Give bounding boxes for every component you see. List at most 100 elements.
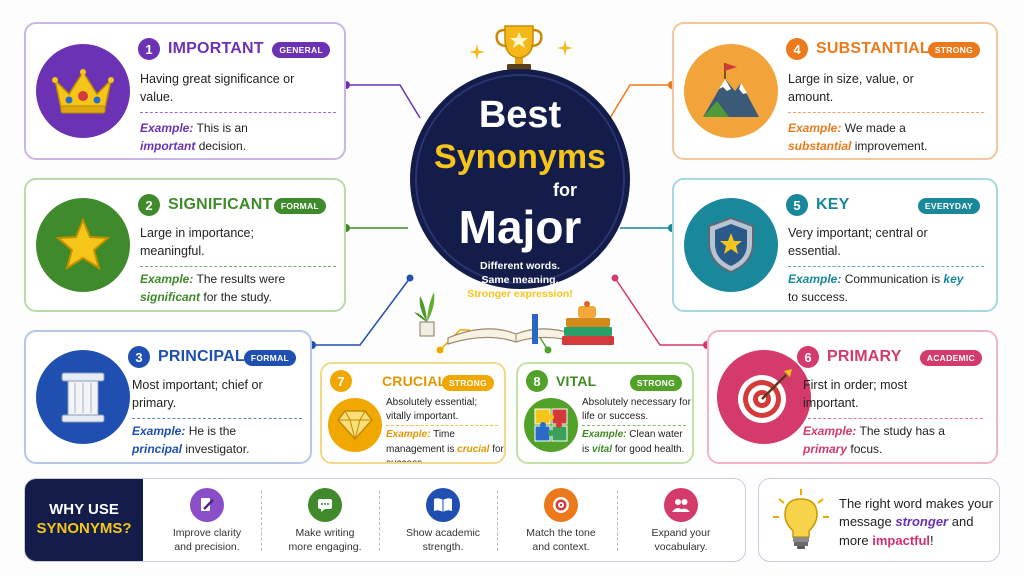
why-use-synonyms-bar: WHY USE SYNONYMS? Improve clarity and pr…	[24, 478, 746, 562]
card-number: 1	[138, 38, 160, 60]
card-divider	[140, 112, 336, 113]
example-label: Example:	[788, 121, 842, 135]
star-icon	[36, 198, 130, 292]
card-important-header: 1 IMPORTANT	[138, 38, 264, 60]
tip-impact: impactful	[872, 532, 931, 548]
card-substantial: 4 SUBSTANTIAL STRONG Large in size, valu…	[672, 22, 998, 160]
card-vital-header: 8 VITAL	[526, 370, 596, 392]
card-word: PRINCIPAL	[158, 348, 245, 365]
card-number: 3	[128, 346, 150, 368]
benefit-text-1: Expand your	[651, 527, 711, 539]
benefit-divider	[261, 491, 262, 551]
card-example: Example: Time management is crucial for …	[386, 428, 504, 462]
chat-icon	[308, 488, 342, 522]
center-circle-bg	[410, 69, 630, 289]
card-number: 6	[797, 346, 819, 368]
card-word: CRUCIAL	[382, 373, 447, 389]
card-divider	[803, 418, 983, 419]
example-pre: Time management is	[386, 429, 455, 455]
card-definition: Very important; central or essential.	[788, 226, 928, 259]
benefit-text-1: Make writing	[295, 527, 355, 539]
why-line-1: WHY USE	[49, 501, 119, 519]
card-badge: STRONG	[927, 42, 980, 58]
card-word: VITAL	[556, 373, 597, 389]
example-label: Example:	[140, 121, 194, 135]
center-line-best: Best	[478, 94, 562, 136]
why-line-2: SYNONYMS?	[36, 520, 132, 537]
card-word: KEY	[816, 196, 850, 213]
card-example: Example: Clean water is vital for good h…	[582, 428, 692, 457]
example-post: for the study.	[203, 290, 272, 304]
benefit-item: Show academic strength.	[383, 479, 503, 561]
card-key-header: 5 KEY	[786, 194, 850, 216]
card-divider	[132, 418, 302, 419]
why-label: WHY USE SYNONYMS?	[25, 479, 143, 561]
card-number: 4	[786, 38, 808, 60]
card-badge: STRONG	[441, 375, 494, 391]
benefit-item: Expand your vocabulary.	[621, 479, 741, 561]
example-label: Example:	[582, 429, 627, 440]
card-primary-header: 6 PRIMARY	[797, 346, 902, 368]
benefit-text-1: Match the tone	[526, 527, 596, 539]
card-definition: Absolutely essential; vitally important.	[386, 397, 478, 422]
card-significant-header: 2 SIGNIFICANT	[138, 194, 272, 216]
benefit-text-2: and context.	[532, 540, 590, 553]
card-crucial-header: 7 CRUCIAL	[330, 370, 446, 392]
book-icon	[426, 488, 460, 522]
benefit-text-1: Show academic	[405, 527, 481, 539]
card-example: Example: This is an important decision.	[140, 119, 290, 155]
example-pre: He is the	[188, 424, 237, 438]
center-title-group: Best Synonyms for Major Different words.…	[407, 25, 633, 315]
benefit-divider	[379, 491, 380, 551]
example-word: substantial	[788, 139, 852, 153]
example-word: primary	[803, 442, 848, 456]
card-key: 5 KEY EVERYDAY Very important; central o…	[672, 178, 998, 312]
card-word: PRIMARY	[827, 348, 902, 365]
card-definition: Most important; chief or primary.	[132, 378, 263, 411]
card-primary: 6 PRIMARY ACADEMIC First in order; most …	[707, 330, 998, 464]
example-pre: Clean water is	[582, 429, 683, 455]
example-post: improvement.	[854, 139, 928, 153]
sparkle-icon	[557, 40, 573, 56]
example-label: Example:	[788, 272, 842, 286]
card-substantial-header: 4 SUBSTANTIAL	[786, 38, 930, 60]
benefit-item: Match the tone and context.	[501, 479, 621, 561]
card-number: 7	[330, 370, 352, 392]
center-line-major: Major	[458, 201, 582, 253]
benefit-text-2: vocabulary.	[654, 540, 708, 553]
card-divider	[140, 266, 336, 267]
card-definition: Large in importance; meaningful.	[140, 226, 254, 259]
card-principal: 3 PRINCIPAL FORMAL Most important; chief…	[24, 330, 312, 464]
example-pre: We made a	[844, 121, 906, 135]
puzzle-icon	[524, 398, 578, 452]
card-definition: First in order; most important.	[803, 378, 908, 411]
card-important: 1 IMPORTANT GENERAL Having great signifi…	[24, 22, 346, 160]
benefit-item: Make writing more engaging.	[265, 479, 385, 561]
tip-box: The right word makes your message strong…	[758, 478, 1000, 562]
card-example: Example: He is the principal investigato…	[132, 422, 282, 458]
example-word: vital	[592, 443, 613, 455]
benefit-text-2: strength.	[422, 540, 464, 553]
example-word: principal	[132, 442, 183, 456]
card-badge: GENERAL	[272, 42, 330, 58]
diamond-icon	[328, 398, 382, 452]
lightbulb-icon	[773, 489, 829, 549]
card-word: SIGNIFICANT	[168, 196, 273, 213]
card-badge: ACADEMIC	[919, 350, 982, 366]
benefit-text-2: and precision.	[174, 540, 240, 553]
example-pre: This is an	[196, 121, 248, 135]
card-definition: Large in size, value, or amount.	[788, 72, 914, 105]
card-definition: Having great significance or value.	[140, 72, 295, 105]
center-line-synonyms: Synonyms	[434, 138, 606, 176]
example-pre: The study has a	[859, 424, 945, 438]
people-icon	[664, 488, 698, 522]
card-significant: 2 SIGNIFICANT FORMAL Large in importance…	[24, 178, 346, 312]
example-label: Example:	[803, 424, 857, 438]
card-example: Example: We made a substantial improveme…	[788, 119, 958, 155]
pillar-icon	[36, 350, 130, 444]
benefit-text-2: more engaging.	[288, 540, 362, 553]
center-tagline-2: Same meaning.	[481, 274, 559, 286]
card-example: Example: Communication is key to success…	[788, 270, 968, 306]
tip-text: The right word makes your message strong…	[839, 495, 999, 550]
mountain-flag-icon	[684, 44, 778, 138]
